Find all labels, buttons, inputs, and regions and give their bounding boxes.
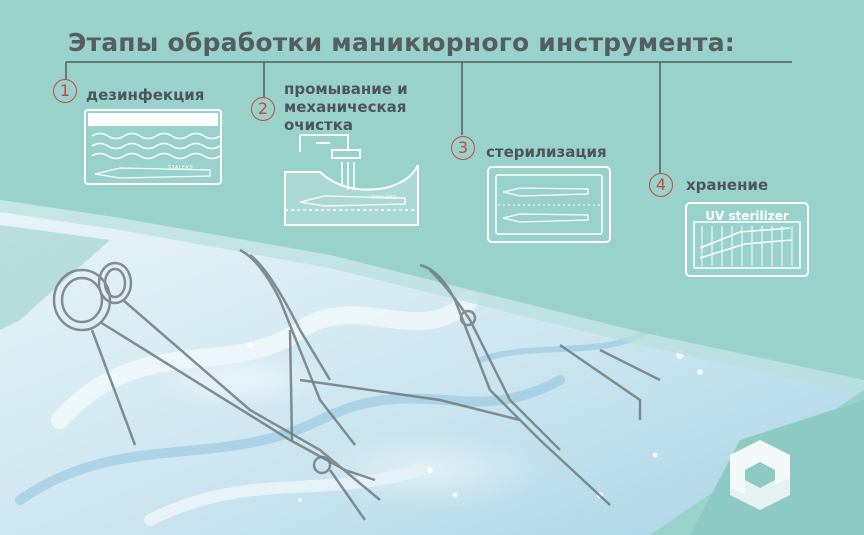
- connector-lines: [65, 61, 792, 173]
- sterilizer-cabinet-icon: [487, 166, 611, 243]
- tool-brand-mark-2: STALEKS: [372, 195, 398, 201]
- step-number-4: 4: [649, 173, 673, 197]
- step-label-washing-line-2: механическая: [284, 98, 407, 116]
- cuticle-nipper-icon: [239, 248, 367, 521]
- scissors-outline-icon: [52, 261, 381, 501]
- step-label-washing-line-3: очистка: [284, 116, 354, 134]
- disinfection-tray-icon: [84, 109, 222, 185]
- step-number-1: 1: [53, 79, 77, 103]
- staleks-logo-icon: [730, 440, 790, 510]
- page-title: Этапы обработки маникюрного инструмента:: [68, 28, 735, 57]
- step-number-3: 3: [451, 136, 475, 160]
- step-label-washing: промывание и механическая очистка: [284, 80, 434, 134]
- step-label-disinfection: дезинфекция: [86, 86, 205, 104]
- water-splash-decor: [15, 291, 653, 526]
- step-label-washing-line-1: промывание и: [284, 80, 408, 98]
- step-label-sterilization: стерилизация: [486, 143, 607, 161]
- uv-sterilizer-label: UV sterilizer: [705, 209, 789, 223]
- step-number-2: 2: [251, 97, 275, 121]
- washing-tank-icon: [284, 134, 419, 226]
- teal-panel: [0, 0, 864, 380]
- step-label-storage: хранение: [686, 176, 769, 194]
- uv-sterilizer-icon: [685, 202, 809, 277]
- tool-brand-mark-1: STALEKS: [168, 165, 194, 171]
- nail-nipper-icon: [299, 263, 661, 506]
